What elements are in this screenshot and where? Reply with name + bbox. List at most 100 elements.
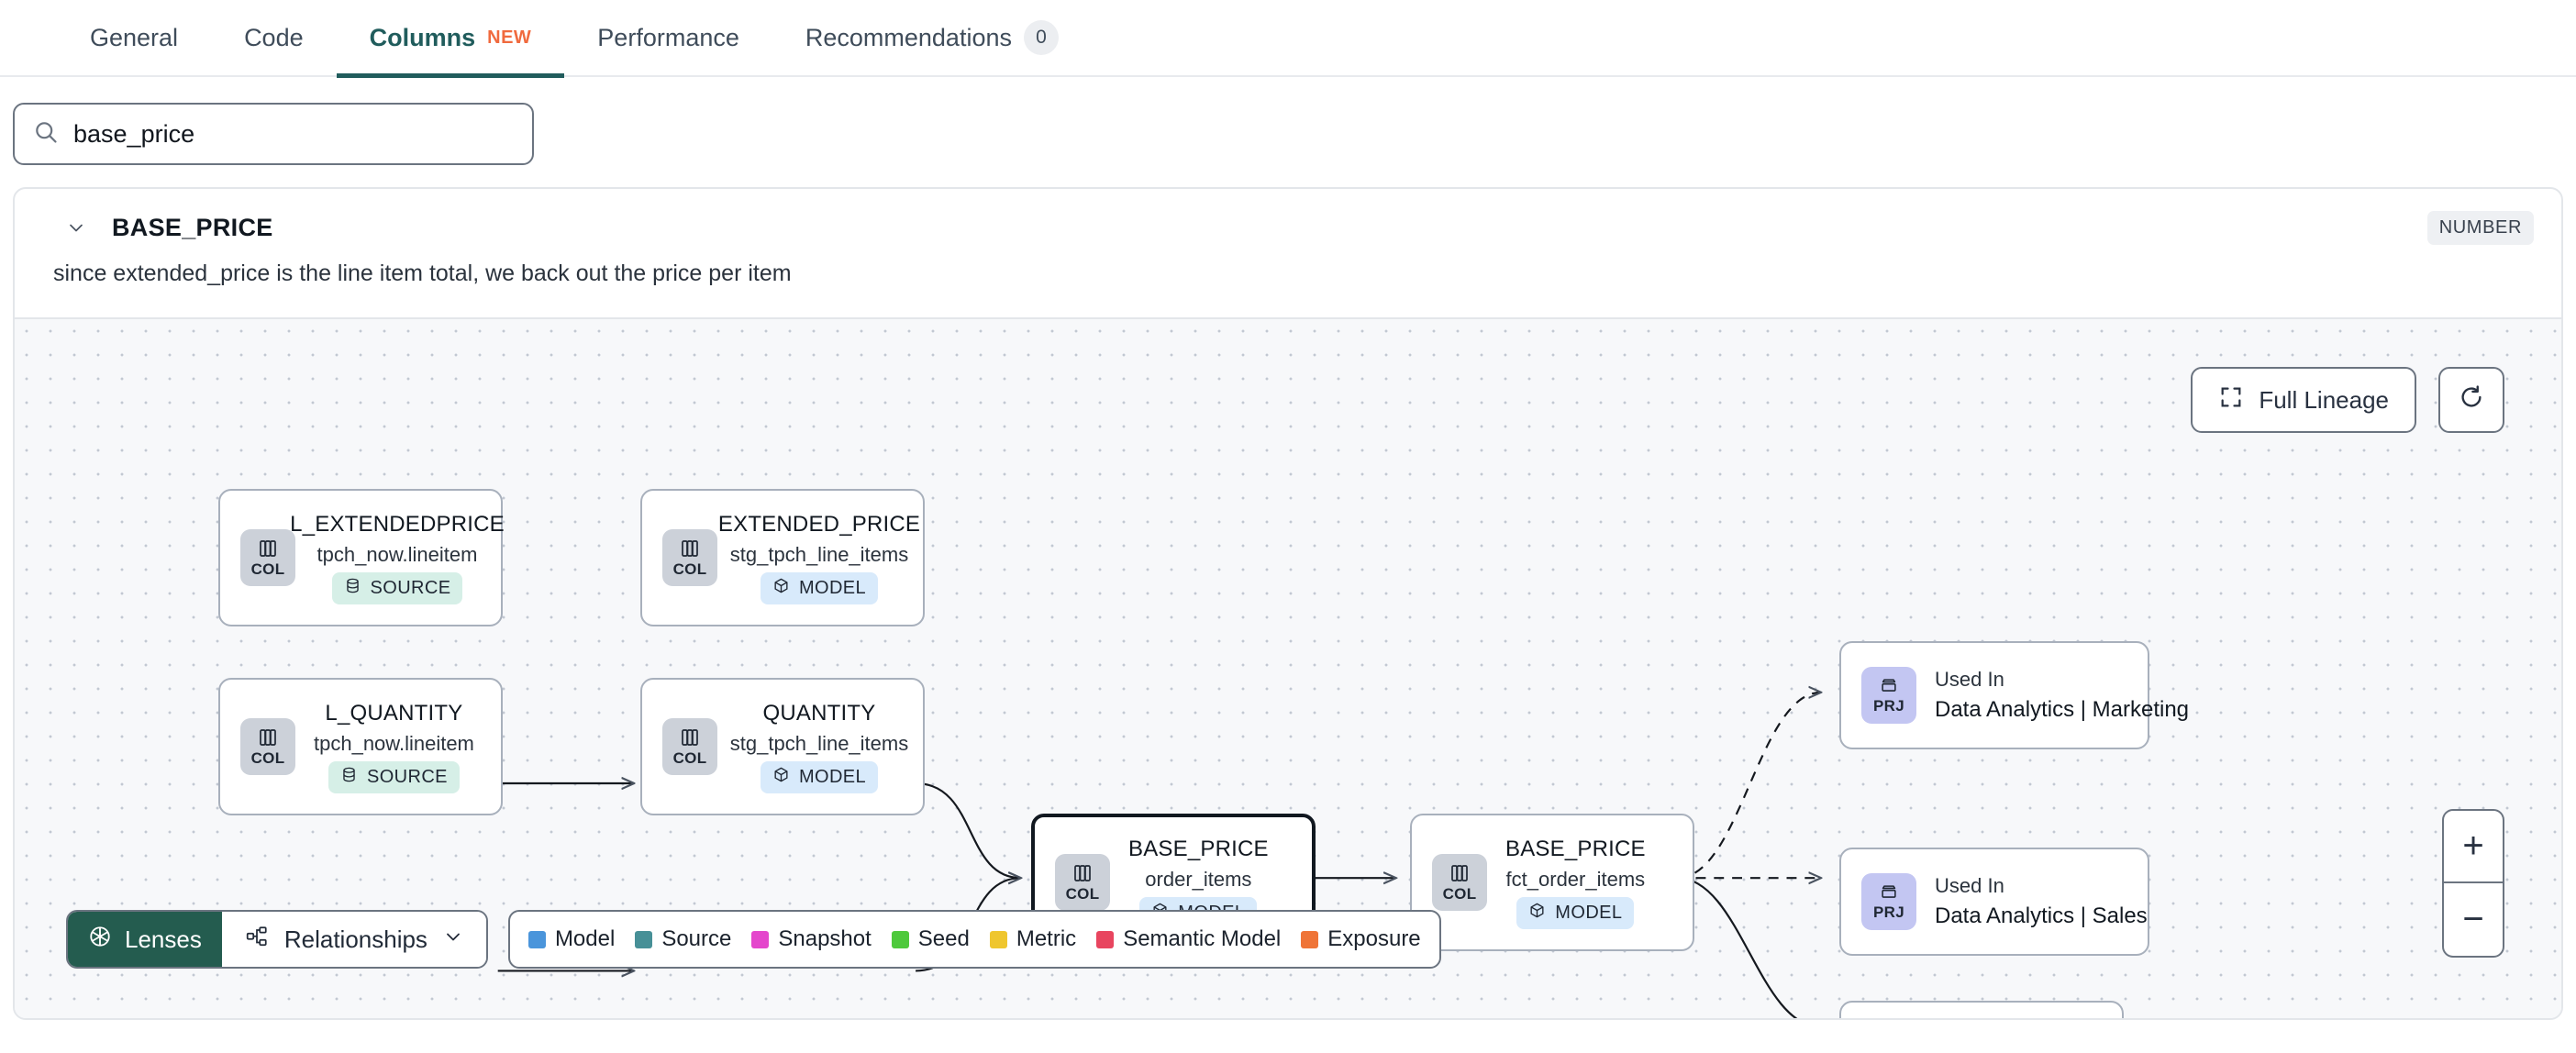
node-type-pill: SOURCE — [328, 760, 460, 793]
legend-swatch — [1096, 930, 1115, 948]
legend-item-metric: Metric — [989, 926, 1077, 952]
tab-performance[interactable]: Performance — [564, 0, 772, 76]
lineage-node-project-sales[interactable]: PRJ Used In Data Analytics | Sales — [1839, 848, 2149, 956]
database-icon — [344, 577, 361, 600]
pill-label: MODEL — [1555, 902, 1623, 923]
tab-label: Recommendations — [805, 23, 1012, 51]
node-body: QUANTITY stg_tpch_line_items MODEL — [730, 700, 908, 793]
hierarchy-icon — [244, 925, 270, 955]
column-tile-icon: COL — [240, 529, 295, 586]
column-tile-icon: COL — [240, 718, 295, 775]
node-title: Used In — [1935, 874, 2004, 897]
tab-label: Code — [244, 23, 304, 51]
relationships-label: Relationships — [283, 925, 427, 953]
node-body: Used In Data Analytics | Sales — [1935, 874, 2148, 929]
column-detail-card: BASE_PRICE NUMBER since extended_price i… — [13, 187, 2563, 1020]
canvas-bottom-bar: Lenses Relationships — [66, 910, 1441, 969]
lineage-node-quantity[interactable]: COL QUANTITY stg_tpch_line_items MODEL — [640, 678, 925, 815]
full-lineage-label: Full Lineage — [2259, 385, 2389, 414]
legend-label: Semantic Model — [1123, 926, 1282, 951]
pill-label: SOURCE — [366, 766, 448, 787]
refresh-button[interactable] — [2438, 367, 2504, 433]
node-body: L_EXTENDEDPRICE tpch_now.lineitem SOURCE — [290, 512, 505, 604]
legend-swatch — [1301, 930, 1319, 948]
full-lineage-button[interactable]: Full Lineage — [2191, 367, 2416, 433]
database-icon — [340, 766, 358, 789]
project-tile-icon: PRJ — [1861, 873, 1916, 930]
pill-label: MODEL — [798, 766, 867, 787]
node-title: BASE_PRICE — [1128, 836, 1269, 861]
lenses-group: Lenses Relationships — [66, 910, 488, 969]
node-subtitle: tpch_now.lineitem — [316, 542, 478, 566]
expand-icon — [2218, 384, 2244, 416]
node-body: EXTENDED_PRICE stg_tpch_line_items MODEL — [718, 512, 920, 604]
node-subtitle: stg_tpch_line_items — [729, 731, 909, 755]
legend-swatch — [891, 930, 909, 948]
lineage-node-project-marketing[interactable]: PRJ Used In Data Analytics | Marketing — [1839, 641, 2190, 749]
lineage-node-base-price-use-variables[interactable]: COL BASE_PRICE use_variables MODEL — [1839, 1001, 2124, 1018]
node-title: L_EXTENDEDPRICE — [290, 511, 505, 537]
lineage-node-base-price-fct-order-items[interactable]: COL BASE_PRICE fct_order_items MODEL — [1410, 814, 1694, 951]
chevron-down-icon[interactable] — [64, 216, 88, 239]
cube-icon — [772, 577, 790, 600]
tab-recommendations[interactable]: Recommendations 0 — [772, 0, 1092, 76]
node-body: L_QUANTITY tpch_now.lineitem SOURCE — [314, 701, 474, 793]
legend-item-snapshot: Snapshot — [751, 926, 872, 952]
node-title: L_QUANTITY — [325, 700, 463, 726]
zoom-out-button[interactable]: − — [2462, 899, 2484, 939]
legend-item-exposure: Exposure — [1301, 926, 1421, 952]
node-subtitle: Data Analytics | Marketing — [1935, 697, 2190, 722]
search-input[interactable] — [73, 119, 514, 149]
tab-general[interactable]: General — [57, 0, 211, 76]
search-icon — [33, 119, 59, 150]
legend-swatch — [751, 930, 770, 948]
node-title: BASE_PRICE — [1505, 836, 1646, 861]
legend-item-source: Source — [635, 926, 731, 952]
tile-label: COL — [672, 748, 707, 767]
tile-label: COL — [672, 560, 707, 578]
node-subtitle: stg_tpch_line_items — [729, 542, 909, 566]
node-type-pill: MODEL — [760, 760, 879, 793]
lenses-button[interactable]: Lenses — [68, 912, 222, 967]
lineage-node-l-extendedprice[interactable]: COL L_EXTENDEDPRICE tpch_now.lineitem SO… — [218, 489, 505, 626]
pill-label: MODEL — [798, 577, 867, 598]
tab-bar: General Code Columns NEW Performance Rec… — [0, 0, 2576, 78]
project-tile-icon: PRJ — [1861, 667, 1916, 724]
column-tile-icon: COL — [1055, 854, 1110, 911]
tab-label: General — [90, 23, 179, 51]
new-badge: NEW — [487, 27, 532, 48]
recommendations-count-badge: 0 — [1024, 20, 1059, 55]
node-title: QUANTITY — [762, 700, 876, 726]
legend-swatch — [635, 930, 653, 948]
node-subtitle: fct_order_items — [1505, 867, 1646, 891]
zoom-controls: + − — [2442, 809, 2504, 958]
relationships-dropdown[interactable]: Relationships — [221, 912, 486, 967]
tile-label: PRJ — [1873, 903, 1904, 921]
canvas-top-controls: Full Lineage — [2191, 367, 2504, 433]
node-body: Used In Data Analytics | Marketing — [1935, 668, 2190, 723]
lineage-canvas[interactable]: COL L_EXTENDEDPRICE tpch_now.lineitem SO… — [15, 317, 2561, 1018]
tab-code[interactable]: Code — [211, 0, 337, 76]
node-type-pill: MODEL — [1516, 896, 1635, 929]
legend-label: Model — [554, 926, 616, 951]
node-subtitle: tpch_now.lineitem — [314, 731, 474, 755]
page-title: BASE_PRICE — [112, 213, 273, 241]
zoom-in-button[interactable]: + — [2444, 811, 2503, 883]
node-subtitle: Data Analytics | Sales — [1935, 903, 2148, 928]
legend-label: Metric — [1016, 926, 1077, 951]
tile-label: COL — [1065, 884, 1100, 903]
lineage-node-l-quantity[interactable]: COL L_QUANTITY tpch_now.lineitem SOURCE — [218, 678, 503, 815]
legend: Model Source Snapshot Seed Metric — [507, 910, 1441, 969]
tab-columns[interactable]: Columns NEW — [336, 0, 565, 78]
legend-label: Exposure — [1327, 926, 1421, 951]
tile-label: COL — [250, 748, 285, 767]
column-tile-icon: COL — [662, 718, 717, 775]
node-subtitle: order_items — [1145, 867, 1252, 891]
lineage-node-extended-price[interactable]: COL EXTENDED_PRICE stg_tpch_line_items M… — [640, 489, 925, 626]
tile-label: COL — [1442, 884, 1477, 903]
tab-label: Performance — [597, 23, 739, 51]
column-description: since extended_price is the line item to… — [53, 260, 792, 286]
legend-item-model: Model — [527, 926, 616, 952]
search-box[interactable] — [13, 103, 534, 165]
tab-label: Columns — [369, 23, 476, 51]
